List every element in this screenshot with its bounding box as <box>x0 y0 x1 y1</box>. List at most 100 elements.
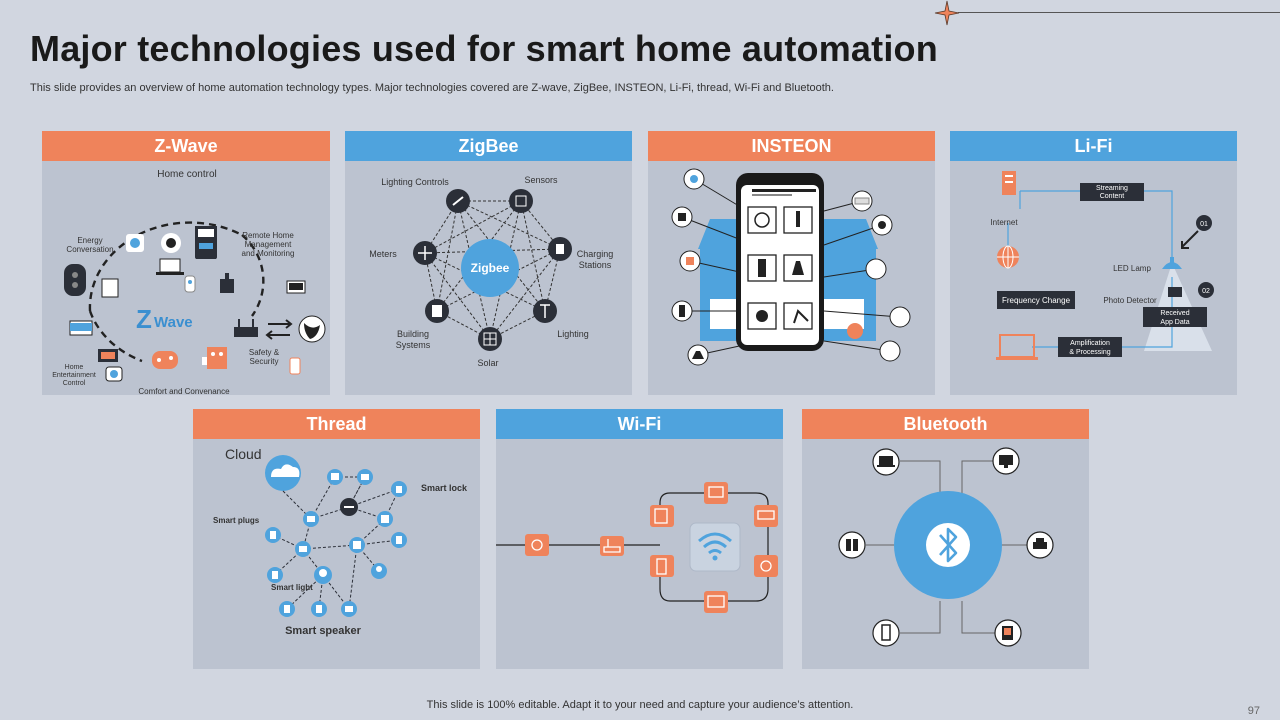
lifi-label-streaming-2: Content <box>1100 193 1125 200</box>
zwave-label-entertainment-3: Control <box>63 380 86 387</box>
speaker-box-icon <box>105 366 123 382</box>
insteon-app-tiles <box>747 206 813 330</box>
zigbee-node-meters <box>413 241 437 265</box>
thread-label-smart-light: Smart light <box>271 583 313 592</box>
lifi-diagram: Internet Streaming Content 01 LED Lamp F… <box>990 171 1214 360</box>
tv-icon <box>98 349 118 362</box>
zwave-label-remote-3: and Monitoring <box>242 249 295 258</box>
zwave-label-entertainment-2: Entertainment <box>52 372 96 379</box>
switch-icon <box>879 340 901 362</box>
zigbee-label-building-2: Systems <box>396 340 431 350</box>
smart-display-icon <box>196 239 216 259</box>
zigbee-heading: ZigBee <box>345 131 632 161</box>
speaker-device-icon <box>838 531 866 559</box>
thread-heading: Thread <box>193 409 480 439</box>
bluetooth-connector-lines <box>866 460 1040 634</box>
lifi-label-frequency-change: Frequency Change <box>1002 296 1071 305</box>
bluetooth-heading: Bluetooth <box>802 409 1089 439</box>
wifi-heading: Wi-Fi <box>496 409 783 439</box>
zigbee-panel: ZigBee Zigbee Lighting Controls Sensors … <box>345 131 632 395</box>
zwave-label-comfort: Comfort and Convenance <box>138 387 230 395</box>
step-badge-1-label: 01 <box>1200 221 1208 228</box>
slide-footer: This slide is 100% editable. Adapt it to… <box>426 699 854 711</box>
phone-device-icon <box>872 619 900 647</box>
thermostat-icon <box>161 233 181 253</box>
thread-label-smart-speaker: Smart speaker <box>285 625 362 637</box>
zigbee-node-building <box>425 299 449 323</box>
lifi-label-amplification-2: & Processing <box>1069 349 1110 356</box>
zwave-logo-wave: Wave <box>154 314 193 331</box>
zwave-label-energy: Energy <box>77 236 102 245</box>
zigbee-diagram: Zigbee Lighting Controls Sensors Chargin… <box>369 175 613 368</box>
bluetooth-icon <box>926 523 970 567</box>
insteon-panel: INSTEON <box>648 131 935 395</box>
phone-icon <box>650 555 674 577</box>
zwave-label-safety: Safety & <box>249 348 280 357</box>
tile-exit-icon <box>783 302 813 330</box>
photo-detector-icon <box>1168 287 1182 297</box>
zigbee-node-sensors <box>509 189 533 213</box>
sensor-icon <box>184 275 196 293</box>
lifi-heading: Li-Fi <box>950 131 1237 161</box>
network-hub-icon <box>525 534 549 556</box>
zigbee-label-meters: Meters <box>369 249 397 259</box>
lifi-panel: Li-Fi Internet Streaming Content 01 LED … <box>950 131 1237 395</box>
pendant-light-icon <box>889 306 911 328</box>
step-badge-2-label: 02 <box>1202 288 1210 295</box>
zwave-diagram: Home control Z Wave Energy Conversation … <box>52 169 326 395</box>
lifi-label-photo-detector: Photo Detector <box>1103 296 1157 305</box>
lifi-label-received: Received <box>1160 310 1189 317</box>
robot-icon <box>202 347 227 369</box>
smartwatch-icon <box>754 555 778 577</box>
amplification-box <box>1058 337 1122 357</box>
lifi-flow-lines <box>1007 190 1173 348</box>
insteon-diagram <box>671 168 911 366</box>
zigbee-label-lighting-controls: Lighting Controls <box>381 177 449 187</box>
star-icon <box>934 0 960 26</box>
page-number: 97 <box>1247 705 1260 717</box>
tablet-icon <box>101 278 119 298</box>
zwave-label-entertainment: Home <box>65 364 84 371</box>
bluetooth-devices <box>838 447 1054 647</box>
zigbee-node-solar <box>478 327 502 351</box>
zigbee-node-charging <box>548 237 572 261</box>
hub-router-icon <box>234 319 258 337</box>
gamepad-icon <box>152 351 178 369</box>
laptop-icon <box>156 258 184 275</box>
slide-title: Major technologies used for smart home a… <box>30 28 938 69</box>
insteon-heading: INSTEON <box>648 131 935 161</box>
bluetooth-panel: Bluetooth <box>802 409 1089 669</box>
zigbee-label-charging-2: Stations <box>579 260 612 270</box>
thread-label-smart-lock: Smart lock <box>421 483 468 493</box>
cloud-icon <box>265 455 301 491</box>
zigbee-label-solar: Solar <box>477 358 498 368</box>
zigbee-label-lighting: Lighting <box>557 329 589 339</box>
zwave-label-energy-2: Conversation <box>66 245 113 254</box>
zigbee-label-building: Building <box>397 329 429 339</box>
zigbee-hub <box>461 239 519 297</box>
person-walking-icon <box>847 323 863 339</box>
zigbee-label-sensors: Sensors <box>524 175 558 185</box>
wifi-hub-icon <box>689 522 741 572</box>
globe-icon <box>298 315 326 343</box>
zwave-label-remote: Remote Home <box>242 231 294 240</box>
laptop-icon <box>996 334 1038 360</box>
wifi-diagram <box>496 482 778 613</box>
streaming-content-box <box>1080 183 1144 201</box>
slide-subtitle: This slide provides an overview of home … <box>30 82 834 94</box>
led-lamp-icon <box>1162 257 1182 269</box>
wifi-panel: Wi-Fi <box>496 409 783 669</box>
zwave-logo-z: Z <box>136 304 152 334</box>
globe-icon <box>997 245 1019 269</box>
socket-icon <box>126 234 144 252</box>
zwave-label-safety-2: Security <box>250 357 279 366</box>
lifi-label-received-2: App Data <box>1160 319 1189 326</box>
bluetooth-diagram <box>838 447 1054 647</box>
step-badge-2 <box>1198 282 1214 298</box>
tablet-icon <box>650 505 674 527</box>
thread-panel: Thread Cloud <box>193 409 480 669</box>
lock-icon <box>220 273 234 293</box>
lifi-label-led-lamp: LED Lamp <box>1113 264 1151 273</box>
monitor-icon <box>704 482 728 504</box>
thread-label-cloud: Cloud <box>225 446 262 462</box>
